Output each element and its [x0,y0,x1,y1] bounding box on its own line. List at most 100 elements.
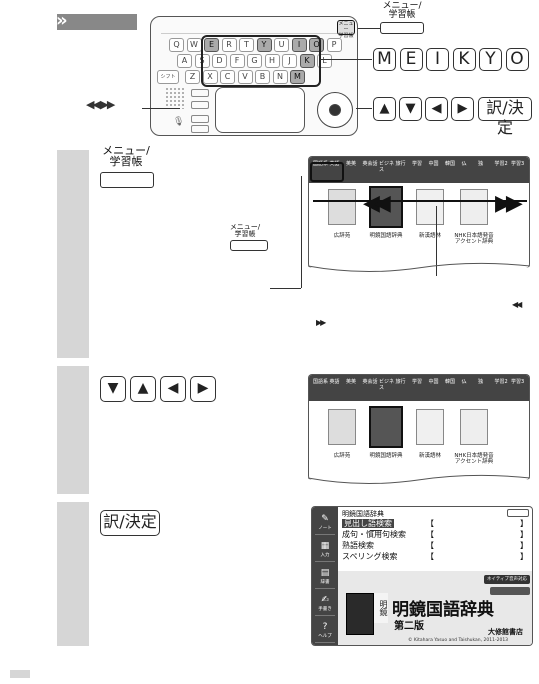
key-p[interactable]: P [326,38,342,52]
key-n[interactable]: N [272,70,288,84]
side-key-4[interactable] [191,125,209,133]
callout-line-h [270,288,301,289]
step1-small-menu-label: メニュー/ 学習帳 [229,223,261,238]
side-key-1[interactable] [191,89,209,97]
top-menu-label: メニュー/ 学習帳 [382,1,422,20]
tab-7[interactable]: 中国 [428,161,439,167]
search-item-1[interactable]: 成句・慣用句検索【】 [342,530,530,540]
tab-8[interactable]: 韓国 [445,379,456,385]
tab-9[interactable]: 仏 [461,379,467,385]
key-g[interactable]: G [247,54,262,68]
key-j[interactable]: J [282,54,297,68]
key-x[interactable]: X [202,70,218,84]
search-item-0[interactable]: 見出し語検索【】 [342,519,530,529]
key-y[interactable]: Y [256,38,272,52]
meikyo-key-m[interactable]: M [373,48,396,71]
tab-10[interactable]: 独 [478,161,484,167]
tab-7[interactable]: 中国 [428,379,439,385]
tab-3[interactable]: 英会話 [362,379,378,385]
meikyo-key-y[interactable]: Y [479,48,502,71]
key-f[interactable]: F [229,54,245,68]
tab-9[interactable]: 仏 [461,161,467,167]
meikyo-key-e[interactable]: E [399,48,423,71]
tab-0[interactable]: 国語系 [313,379,329,385]
book-cover-3[interactable] [460,189,488,225]
tab-5[interactable]: 旅行 [395,379,406,385]
key-h[interactable]: H [264,54,280,68]
shift-key[interactable]: シフト [157,70,179,84]
side-key-3[interactable] [191,115,209,123]
top-menu-key[interactable] [380,22,424,34]
tab-3[interactable]: 英会話 [362,161,378,167]
key-c[interactable]: C [220,70,235,84]
key-w[interactable]: W [186,38,202,52]
top-arrow-down-key[interactable]: ▼ [399,97,422,121]
book-cover-2[interactable] [416,409,444,445]
key-m[interactable]: M [290,70,305,84]
side-icon-2[interactable]: ▤辞書 [315,567,335,589]
key-r[interactable]: R [221,38,237,52]
menu-key[interactable]: メニュー 学習帳 [337,20,355,39]
meikyo-key-o[interactable]: O [505,48,529,71]
key-a[interactable]: A [177,54,192,68]
key-z[interactable]: Z [185,70,200,84]
key-v[interactable]: V [237,70,253,84]
tab-4[interactable]: ビジネス [379,379,395,391]
tab-0[interactable]: 国語系 [313,161,329,167]
tab-1[interactable]: 英語 [329,379,340,385]
book-cover-3[interactable] [460,409,488,445]
meikyo-key-i[interactable]: I [426,48,449,71]
book-cover-1[interactable] [369,406,403,448]
step1-menu-key[interactable] [100,172,154,188]
step1-small-menu-key[interactable] [230,240,268,251]
tab-1[interactable]: 英語 [329,161,340,167]
top-arrow-right-key[interactable]: ▶ [451,97,474,121]
book-cover-0[interactable] [328,189,356,225]
tab-6[interactable]: 学習 [412,379,423,385]
tab-11[interactable]: 学習2 [494,161,508,167]
search-item-2[interactable]: 熟語検索【】 [342,541,530,551]
step2-down-key[interactable]: ▼ [100,376,126,402]
d-pad[interactable] [317,92,353,128]
tab-4[interactable]: ビジネス [379,161,395,173]
tab-8[interactable]: 韓国 [445,161,456,167]
side-icon-1[interactable]: ▦入力 [315,540,335,562]
key-b[interactable]: B [255,70,270,84]
tab-12[interactable]: 学習3 [511,161,525,167]
tab-12[interactable]: 学習3 [511,379,525,385]
step2-right-key[interactable]: ▶ [190,376,216,402]
dictionary-book-title: 明鏡 [374,593,388,623]
key-d[interactable]: D [212,54,227,68]
top-arrow-up-key[interactable]: ▲ [373,97,396,121]
step2-left-key[interactable]: ◀ [160,376,186,402]
book-name-3: NHK日本語発音アクセント辞典 [454,233,494,245]
key-k[interactable]: K [299,54,315,68]
key-e[interactable]: E [204,38,219,52]
book-cover-2[interactable] [416,189,444,225]
step3-yaku-button[interactable]: 訳/決定 [100,510,160,536]
side-key-2[interactable] [191,101,209,109]
tab-11[interactable]: 学習2 [494,379,508,385]
side-icon-4[interactable]: ?ヘルプ [315,621,335,643]
search-item-3[interactable]: スペリング検索【】 [342,552,530,562]
book-cover-0[interactable] [328,409,356,445]
key-u[interactable]: U [274,38,289,52]
meikyo-key-k[interactable]: K [452,48,476,71]
key-t[interactable]: T [239,38,254,52]
key-i[interactable]: I [291,38,307,52]
mic-icon: 🎙 [173,117,185,127]
top-yaku-button[interactable]: 訳/決定 [478,97,532,137]
search-item-bracket-1: 【 [426,530,434,539]
tab-6[interactable]: 学習 [412,161,423,167]
tab-2[interactable]: 英英 [346,379,357,385]
tab-2[interactable]: 英英 [346,161,357,167]
book-cover-1[interactable] [369,186,403,228]
tab-10[interactable]: 独 [478,379,484,385]
tab-5[interactable]: 旅行 [395,161,406,167]
dictionary-book-image [346,593,374,635]
side-icon-0[interactable]: ✎ノート [315,513,335,535]
top-arrow-left-key[interactable]: ◀ [425,97,448,121]
step2-up-key[interactable]: ▲ [130,376,156,402]
key-q[interactable]: Q [169,38,184,52]
side-icon-3[interactable]: ✍手書き [315,594,335,616]
